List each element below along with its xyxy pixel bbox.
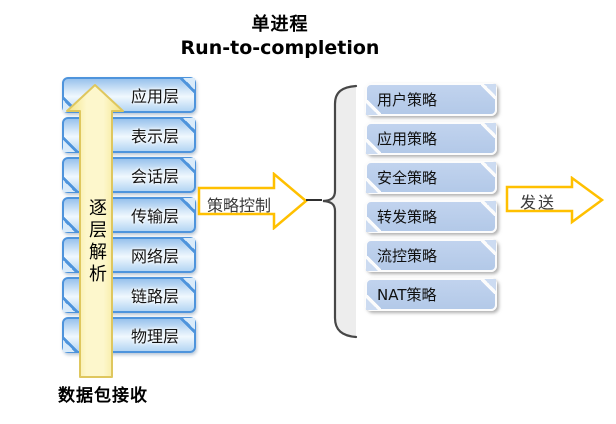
policy-box-app: 应用策略 <box>365 122 497 155</box>
layer-label: 网络层 <box>130 247 179 266</box>
layer-label: 链路层 <box>130 287 179 306</box>
policy-control-label: 策略控制 <box>206 196 271 215</box>
title-line-chinese: 单进程 <box>251 14 309 35</box>
up-arrow-icon <box>66 84 124 378</box>
policy-label: 流控策略 <box>377 247 438 265</box>
policy-label: NAT策略 <box>377 286 437 304</box>
policy-label: 转发策略 <box>377 208 438 226</box>
layer-label: 会话层 <box>130 167 179 186</box>
connector-line <box>306 199 322 201</box>
send-arrow-icon <box>505 176 605 225</box>
layer-label: 应用层 <box>130 87 179 106</box>
title-line-english: Run-to-completion <box>180 36 380 59</box>
policy-control-arrow-icon <box>197 172 308 230</box>
left-brace-icon <box>322 84 358 339</box>
policy-box-nat: NAT策略 <box>365 278 497 311</box>
layer-label: 物理层 <box>130 327 179 346</box>
packet-receive-label: 数据包接收 <box>58 386 148 406</box>
layer-label: 表示层 <box>130 127 179 146</box>
policy-box-flowctrl: 流控策略 <box>365 239 497 272</box>
policy-box-forward: 转发策略 <box>365 200 497 233</box>
policy-label: 安全策略 <box>377 169 438 187</box>
page-title: 单进程 Run-to-completion <box>120 14 440 60</box>
policy-box-user: 用户策略 <box>365 83 497 116</box>
policy-label: 应用策略 <box>377 130 438 148</box>
layer-label: 传输层 <box>130 207 179 226</box>
policy-box-security: 安全策略 <box>365 161 497 194</box>
up-arrow-label: 逐层解析 <box>86 198 107 286</box>
send-label: 发送 <box>519 193 556 212</box>
policy-label: 用户策略 <box>377 91 438 109</box>
